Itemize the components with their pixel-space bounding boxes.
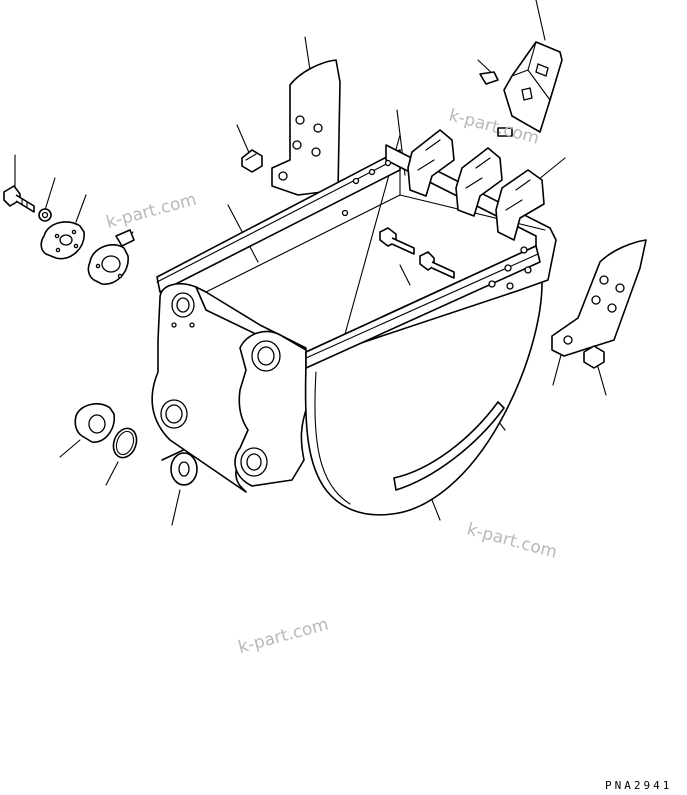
spacer-ring-part [40, 221, 85, 260]
nut-part [241, 149, 263, 173]
tooth-adapter-1-part [407, 129, 455, 197]
tooth-adapter-3-part [495, 169, 545, 241]
side-cutter-left-part [271, 59, 341, 196]
washer-part [38, 208, 52, 222]
o-ring-part [112, 427, 138, 459]
watermark-1: k-part.com [104, 190, 199, 233]
bolt-part [3, 185, 35, 213]
tooth-point-part [503, 41, 563, 133]
tooth-adapter-2-part [455, 147, 503, 217]
boss-plate-part [87, 229, 135, 285]
figure-code: PNA2941 [605, 779, 672, 792]
side-cutter-right-part [551, 239, 647, 357]
bucket-body-part [151, 144, 557, 516]
lock-pin-part [479, 71, 513, 137]
watermark-3: k-part.com [465, 520, 560, 563]
watermark-4: k-part.com [236, 615, 331, 658]
nut-right-part [583, 345, 605, 369]
pin-bolt-part [379, 227, 455, 279]
bushing-part [74, 403, 115, 443]
shim-part [161, 445, 198, 486]
